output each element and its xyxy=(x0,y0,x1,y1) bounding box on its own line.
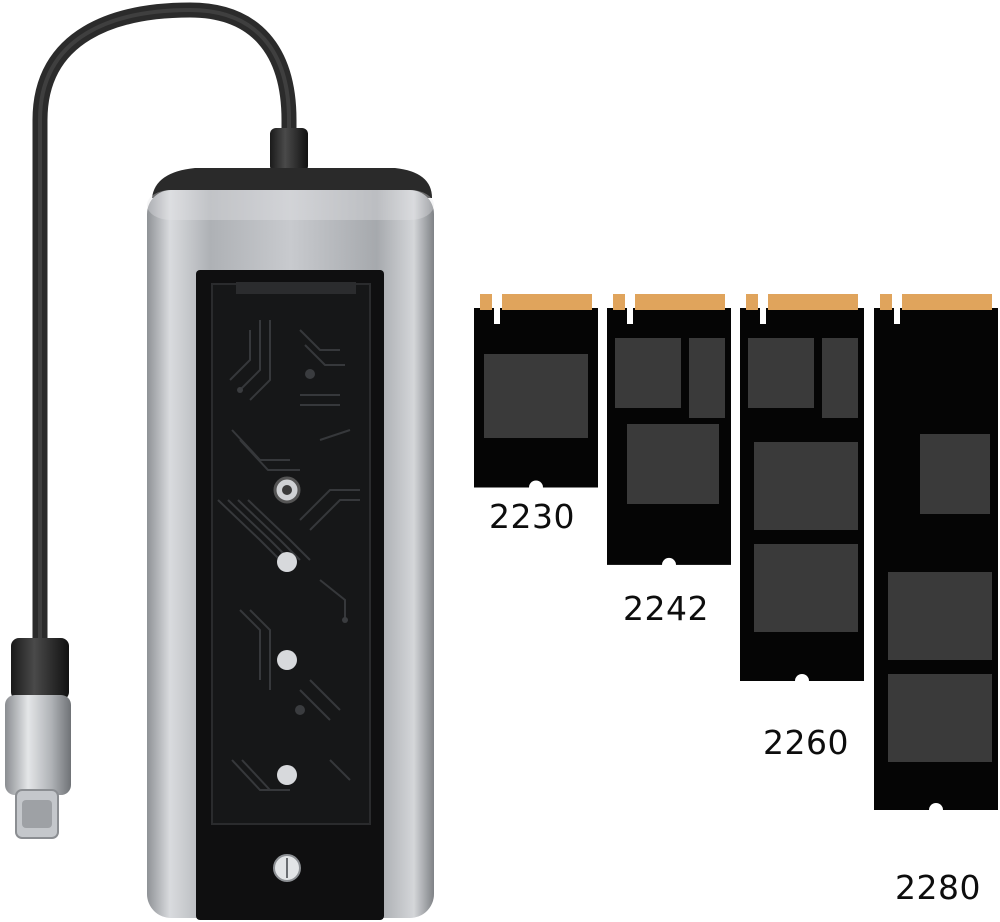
ssd-chip xyxy=(754,442,858,530)
ssd-gold-contacts xyxy=(635,294,725,310)
ssd-chip xyxy=(754,544,858,632)
ssd-gold-contacts xyxy=(502,294,592,310)
ssd-card-2260 xyxy=(740,294,864,688)
screw-post xyxy=(277,650,297,670)
ssd-chip xyxy=(615,338,681,408)
ssd-label-2230: 2230 xyxy=(489,497,575,536)
ssd-label-2260: 2260 xyxy=(763,723,849,762)
ssd-size-comparison xyxy=(474,294,998,817)
screw-post xyxy=(273,476,301,504)
ssd-gold-contacts xyxy=(746,294,758,310)
ssd-key-notch xyxy=(494,294,500,324)
ssd-gold-contacts xyxy=(880,294,892,310)
ssd-card-2280 xyxy=(874,294,998,817)
ssd-key-notch xyxy=(760,294,766,324)
ssd-gold-contacts xyxy=(480,294,492,310)
ssd-mount-notch xyxy=(795,674,809,688)
screw-post xyxy=(277,765,297,785)
usb-c-cable xyxy=(32,2,297,648)
ssd-gold-contacts xyxy=(902,294,992,310)
ssd-chip xyxy=(627,424,719,504)
cable-boot-top xyxy=(270,128,308,172)
ssd-key-notch xyxy=(627,294,633,324)
ssd-gold-contacts xyxy=(613,294,625,310)
ssd-card-2230 xyxy=(474,294,598,495)
ssd-chip xyxy=(822,338,858,418)
m2-slot-tray xyxy=(196,270,384,920)
ssd-chip xyxy=(888,674,992,762)
ssd-key-notch xyxy=(894,294,900,324)
ssd-chip xyxy=(748,338,814,408)
screw-icon xyxy=(273,854,301,882)
ssd-chip xyxy=(888,572,992,660)
ssd-chip xyxy=(484,354,588,438)
ssd-label-2280: 2280 xyxy=(895,868,981,907)
ssd-mount-notch xyxy=(929,803,943,817)
ssd-chip xyxy=(689,338,725,418)
ssd-mount-notch xyxy=(529,480,543,495)
ssd-mount-notch xyxy=(662,557,676,572)
screw-post xyxy=(277,552,297,572)
ssd-gold-contacts xyxy=(768,294,858,310)
ssd-label-2242: 2242 xyxy=(623,589,709,628)
ssd-card-2242 xyxy=(607,294,731,572)
ssd-chip xyxy=(920,434,990,514)
usb-c-plug xyxy=(5,638,71,839)
